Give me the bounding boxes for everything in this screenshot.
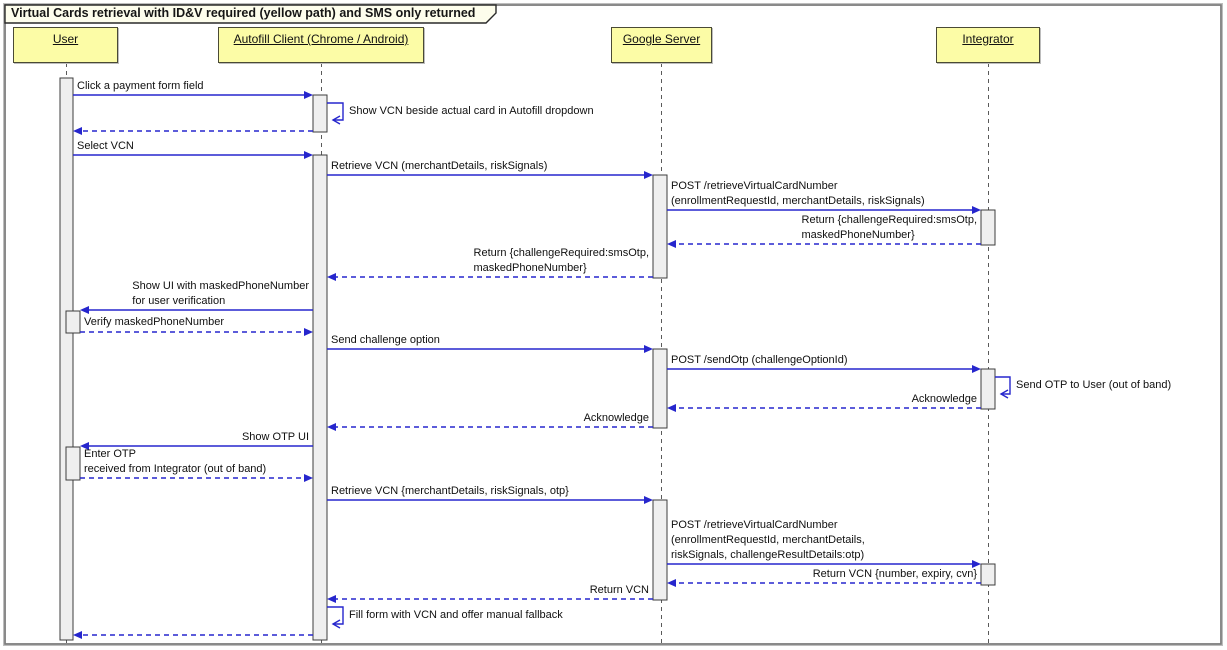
participant-autofill-client: Autofill Client (Chrome / Android)	[218, 27, 424, 63]
activation-bar-user	[59, 77, 74, 641]
participant-google-server-label: Google Server	[622, 32, 701, 46]
message-label: Retrieve VCN (merchantDetails, riskSigna…	[331, 160, 548, 172]
activation-bar-user-nested	[65, 310, 81, 334]
self-arrowhead	[999, 389, 1009, 399]
message-label: Acknowledge	[911, 393, 977, 405]
message-label: Show VCN beside actual card in Autofill …	[349, 105, 594, 117]
frame-border	[4, 4, 1222, 645]
message-label: Retrieve VCN {merchantDetails, riskSigna…	[331, 485, 569, 497]
activation-bar-autofill	[312, 94, 328, 133]
activation-bar-integrator	[980, 368, 996, 410]
participant-integrator: Integrator	[936, 27, 1040, 63]
message-label: Acknowledge	[583, 412, 649, 424]
activation-bar-autofill	[312, 154, 328, 641]
message-label: Fill form with VCN and offer manual fall…	[349, 609, 563, 621]
participant-user-label: User	[52, 32, 79, 46]
message-label: Select VCN	[77, 140, 134, 152]
frame-border-outer	[3, 3, 1223, 646]
message-label: POST /retrieveVirtualCardNumber (enrollm…	[671, 519, 865, 561]
self-message-loop-autofill	[327, 606, 344, 625]
message-arrows	[73, 94, 1011, 636]
arrowheads	[73, 91, 981, 639]
message-label: POST /sendOtp (challengeOptionId)	[671, 354, 848, 366]
message-label: Return {challengeRequired:smsOtp, masked…	[473, 247, 649, 274]
self-arrowhead	[331, 115, 341, 125]
message-label: Click a payment form field	[77, 80, 204, 92]
message-label: Return VCN	[589, 584, 649, 596]
activation-bar-integrator	[980, 209, 996, 246]
message-label: Show OTP UI	[241, 431, 309, 443]
diagram-title: Virtual Cards retrieval with ID&V requir…	[11, 6, 476, 20]
self-message-loop-autofill	[327, 102, 344, 121]
message-label: Show UI with maskedPhoneNumber for user …	[132, 280, 309, 307]
activation-bar-google	[652, 174, 668, 279]
participant-user: User	[13, 27, 118, 63]
message-label: Send challenge option	[331, 334, 440, 346]
activation-bar-google	[652, 348, 668, 429]
self-arrowhead	[331, 619, 341, 629]
participant-google-server: Google Server	[611, 27, 712, 63]
self-message-loop-integrator	[995, 376, 1011, 395]
participant-integrator-label: Integrator	[962, 32, 1014, 46]
title-tab	[4, 4, 497, 24]
message-label: Send OTP to User (out of band)	[1016, 379, 1172, 391]
message-label: Return {challengeRequired:smsOtp, masked…	[801, 214, 977, 241]
message-label: Enter OTP received from Integrator (out …	[84, 448, 267, 475]
activation-bars	[59, 77, 996, 641]
activation-bar-user-nested	[65, 446, 81, 481]
message-label: POST /retrieveVirtualCardNumber (enrollm…	[671, 180, 925, 207]
activation-bar-integrator	[980, 563, 996, 586]
participant-autofill-client-label: Autofill Client (Chrome / Android)	[233, 32, 409, 46]
message-label: Verify maskedPhoneNumber	[84, 316, 225, 328]
message-label: Return VCN {number, expiry, cvn}	[812, 568, 977, 580]
activation-bar-google	[652, 499, 668, 601]
